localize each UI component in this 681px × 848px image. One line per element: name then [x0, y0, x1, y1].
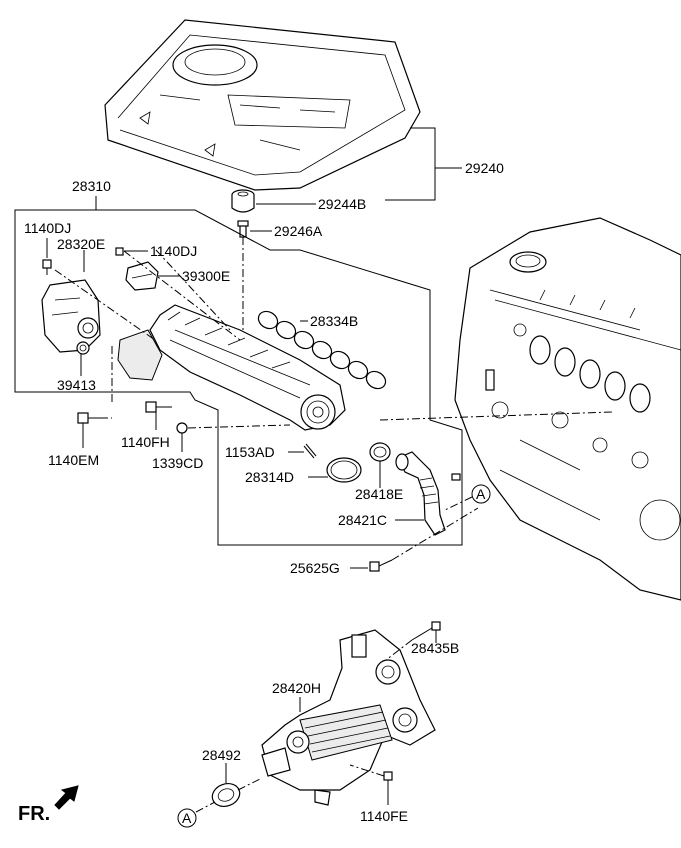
label-28320E: 28320E	[57, 236, 105, 252]
callout-a-left: A	[177, 808, 197, 828]
label-29240: 29240	[465, 160, 504, 176]
label-1339CD: 1339CD	[152, 455, 203, 471]
front-orientation-label: FR.	[18, 803, 50, 825]
bolt-1140DJ-right	[115, 247, 124, 256]
label-1140EM: 1140EM	[48, 452, 99, 468]
label-28421C: 28421C	[338, 512, 387, 528]
label-39413: 39413	[57, 377, 96, 393]
bolt-1140EM	[77, 412, 100, 424]
label-1153AD: 1153AD	[225, 444, 275, 460]
arrow-down-left-icon	[54, 785, 79, 810]
label-29246A: 29246A	[274, 223, 323, 239]
manifold-group-outline	[14, 209, 463, 546]
egr-cooler-assembly	[261, 629, 436, 806]
pin-1153AD	[303, 443, 317, 459]
cover-bracket	[385, 127, 462, 201]
stud-bolt	[237, 220, 249, 238]
label-28334B: 28334B	[310, 313, 358, 329]
egr-gasket	[369, 442, 391, 462]
label-29244B: 29244B	[318, 196, 366, 212]
label-39300E: 39300E	[182, 268, 230, 284]
bolt-1140DJ-left	[42, 259, 52, 275]
label-25625G: 25625G	[290, 560, 340, 576]
bolt-1140FH	[145, 401, 172, 413]
throttle-bracket	[41, 279, 101, 353]
map-sensor	[125, 261, 159, 291]
callout-a-right-text: A	[476, 486, 486, 502]
label-28420H: 28420H	[272, 680, 321, 696]
label-1140FE: 1140FE	[360, 808, 408, 824]
engine-cover	[104, 19, 421, 191]
label-1140FH: 1140FH	[121, 434, 170, 450]
manifold-gasket	[257, 310, 387, 390]
label-28310: 28310	[72, 178, 111, 194]
label-28435B: 28435B	[411, 640, 459, 656]
label-1140DJ-right: 1140DJ	[150, 243, 197, 259]
bolt-25625G	[369, 559, 393, 572]
callout-a-left-text: A	[182, 810, 192, 826]
label-28492: 28492	[202, 747, 241, 763]
label-1140DJ-left: 1140DJ	[24, 220, 71, 236]
label-28314D: 28314D	[245, 469, 294, 485]
plug-1339CD	[176, 422, 188, 434]
o-ring-39413	[76, 341, 90, 355]
intake-manifold	[117, 304, 346, 431]
callout-a-right: A	[471, 484, 491, 504]
throttle-gasket	[326, 457, 362, 483]
label-28418E: 28418E	[355, 486, 403, 502]
bolt-1140FE	[383, 771, 393, 790]
egr-pipe	[395, 451, 461, 536]
engine-block	[454, 217, 681, 601]
cooler-gasket	[211, 783, 241, 807]
grommet	[231, 189, 255, 213]
